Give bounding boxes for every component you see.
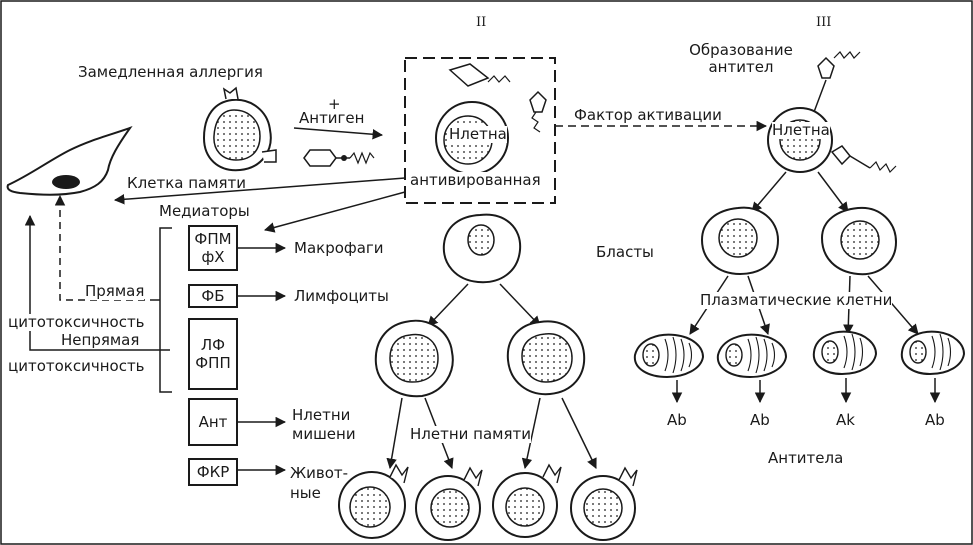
blast-cell-iii-right [822, 208, 896, 274]
mediator-box-fkr: ФКР [188, 458, 238, 486]
activated-label: антивированная [410, 172, 541, 189]
antibody-label-1: Ab [667, 412, 687, 429]
mediator-box-fb: ФБ [188, 284, 238, 308]
animals-label: Живот- ные [290, 463, 348, 503]
blasts-label: Бласты [596, 244, 654, 261]
target-cells-label: Нлетни мишени [292, 406, 356, 444]
antigen-arrow [294, 128, 382, 135]
memory-cell-label: Клетка памяти [127, 175, 246, 192]
indirect-cytotoxicity-label: цитотоксичность [8, 358, 145, 375]
mediator-box-fpm: ФПМ фХ [188, 225, 238, 271]
memory-cells-label: Нлетни памяти [410, 426, 531, 443]
lymphocyte-cell [444, 215, 520, 283]
plasma-cells-row [635, 332, 964, 377]
iii-cell-label: Нлетна [772, 122, 830, 139]
direct-cytotoxicity-label: цитотоксичность [8, 314, 145, 331]
mediators-label: Медиаторы [159, 203, 250, 220]
blast-cell-left [376, 321, 453, 396]
lymphocytes-label: Лимфоциты [294, 288, 389, 305]
antibody-label-4: Ab [925, 412, 945, 429]
activated-cell-label: Нлетна [449, 126, 507, 143]
direct-label: Прямая [85, 283, 144, 300]
plasma-cells-label: Плазматические клетни [700, 292, 892, 309]
antibody-label-2: Ab [750, 412, 770, 429]
delayed-allergy-cell [204, 88, 276, 170]
memory-cells-row [339, 465, 637, 540]
antibodies-label: Антитела [768, 450, 843, 467]
blast-cell-iii-left [702, 208, 778, 274]
mediator-bracket [160, 228, 172, 392]
antigen-label: Антиген [299, 110, 364, 127]
antibody-label-3: Ak [836, 412, 855, 429]
macrophage-cell [8, 128, 130, 195]
section-iii-label: III [816, 14, 831, 31]
antigen-symbol [304, 150, 374, 166]
activated-cell [436, 64, 546, 174]
indirect-label: Непрямая [61, 332, 139, 349]
mediator-box-ant: Ант [188, 398, 238, 446]
activation-factor-label: Фактор активации [574, 107, 722, 124]
blast-cell-right [508, 321, 584, 394]
antibody-formation-label: Образование антител [686, 42, 796, 76]
section-ii-label: II [476, 14, 486, 31]
macrophages-label: Макрофаги [294, 240, 384, 257]
mediator-box-lf: ЛФ ФПП [188, 318, 238, 390]
delayed-allergy-label: Замедленная аллергия [78, 64, 263, 81]
mediators-arrow [265, 192, 405, 230]
